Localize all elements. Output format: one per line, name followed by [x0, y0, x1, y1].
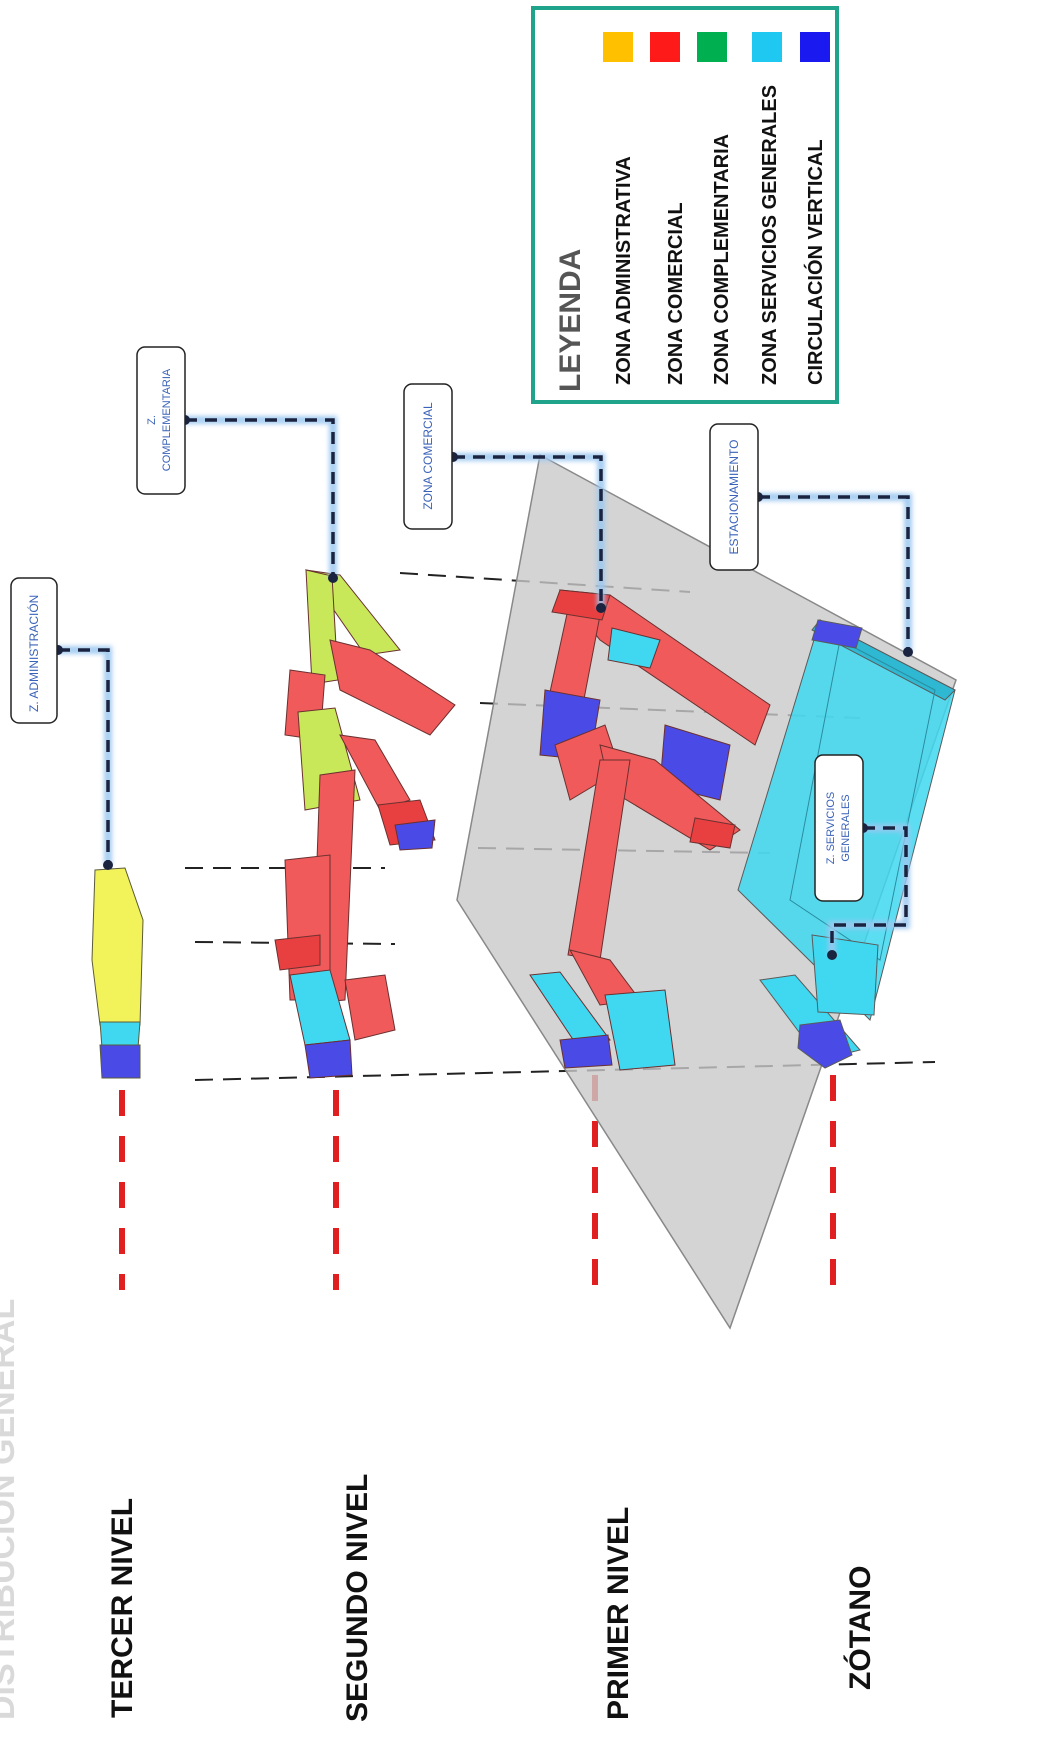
level-label-tercer: TERCER NIVEL [106, 1498, 139, 1718]
legend: LEYENDA ZONA ADMINISTRATIVA ZONA COMERCI… [531, 6, 839, 404]
callout-comercial-label: ZONA COMERCIAL [421, 402, 435, 510]
legend-swatch-administrativa [603, 32, 633, 62]
level-label-zotano: ZÓTANO [843, 1566, 877, 1690]
legend-title: LEYENDA [554, 249, 587, 392]
callout-servicios-line1: Z. SERVICIOS [825, 792, 837, 865]
legend-label-complementaria: ZONA COMPLEMENTARIA [711, 134, 733, 385]
callout-servicios-line2: GENERALES [840, 794, 852, 861]
callout-administracion: Z. ADMINISTRACIÓN [10, 577, 58, 724]
legend-label-circulacion: CIRCULACIÓN VERTICAL [803, 139, 827, 385]
admin-block [91, 867, 144, 1026]
callout-complementaria-line1: Z. [146, 415, 158, 425]
callout-servicios: Z. SERVICIOS GENERALES [814, 754, 864, 902]
legend-swatch-servicios [752, 32, 782, 62]
basement-circulation-block [811, 619, 863, 649]
first-level-volumes [529, 589, 771, 1071]
basement-circulation-core [797, 1019, 853, 1069]
legend-swatch-comercial [650, 32, 680, 62]
third-level-volumes [91, 867, 144, 1079]
callout-leaders [53, 415, 913, 960]
legend-frame [531, 6, 839, 404]
level-label-segundo: SEGUNDO NIVEL [341, 1474, 374, 1722]
level-marker-lines [119, 1075, 836, 1290]
callout-estacionamiento-label: ESTACIONAMIENTO [727, 440, 741, 555]
level-label-primer: PRIMER NIVEL [602, 1507, 635, 1720]
callout-comercial: ZONA COMERCIAL [403, 383, 453, 530]
second-level-volumes [274, 569, 456, 1079]
callout-administracion-label: Z. ADMINISTRACIÓN [26, 595, 41, 712]
page-header-fragment: DISTRIBUCIÓN GENERAL [0, 1299, 22, 1720]
legend-label-servicios: ZONA SERVICIOS GENERALES [759, 85, 781, 385]
legend-label-administrativa: ZONA ADMINISTRATIVA [613, 156, 635, 385]
legend-swatch-circulacion [800, 32, 830, 62]
legend-label-comercial: ZONA COMERCIAL [665, 202, 687, 385]
callout-complementaria: Z. COMPLEMENTARIA [136, 346, 186, 495]
legend-swatch-complementaria [697, 32, 727, 62]
callout-complementaria-line2: COMPLEMENTARIA [161, 368, 173, 471]
callout-estacionamiento: ESTACIONAMIENTO [709, 423, 759, 571]
